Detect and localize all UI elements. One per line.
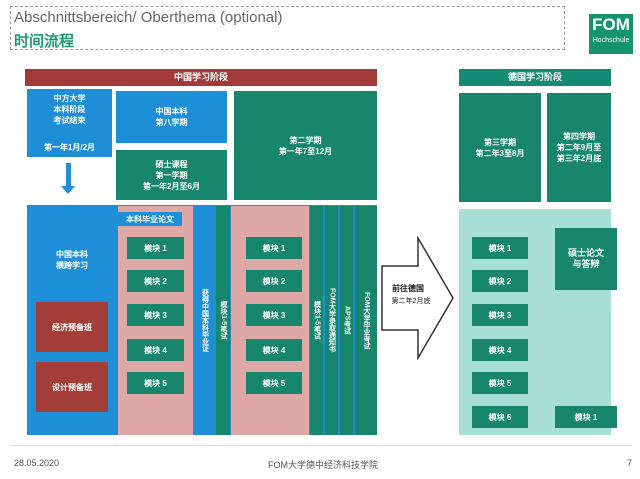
- footer-divider: [10, 445, 632, 446]
- title-frame: [10, 6, 565, 50]
- module-a-5: 模块 5: [127, 372, 184, 394]
- module-a-3: 模块 3: [127, 304, 184, 326]
- germany-module-6: 模块 6: [472, 406, 528, 428]
- fom-logo: FOM Hochschule: [589, 14, 633, 54]
- module-exam-bar-b: 模块1-5笔试: [310, 206, 323, 435]
- module-a-4: 模块 4: [127, 339, 184, 361]
- graduation-exam-bar: FOM大学毕业考试: [355, 206, 377, 435]
- aps-exam-bar: APS考试: [340, 206, 353, 435]
- module-b-1: 模块 1: [246, 237, 302, 259]
- module-a-2: 模块 2: [127, 270, 184, 292]
- germany-module-1: 模块 1: [472, 237, 528, 259]
- univ-end-label: 中方大学 本科阶段 考试结束: [53, 94, 86, 125]
- master-semester-1-box: 硕士课程 第一学期 第一年2月至6月: [116, 150, 227, 200]
- econ-prep-class-box: 经济预备班: [36, 302, 108, 352]
- phase-germany-bar: 德国学习阶段: [459, 69, 611, 86]
- germany-module-4: 模块 4: [472, 339, 528, 361]
- phase-china-bar: 中国学习阶段: [25, 69, 377, 86]
- admission-letter-bar: FOM大学录取通知书: [325, 206, 338, 435]
- down-arrow-icon: [61, 186, 75, 194]
- germany-module-5: 模块 5: [472, 372, 528, 394]
- master-thesis-box: 硕士论文 与答辩: [555, 228, 617, 290]
- bachelor-cross-study-label: 中国本科 横跨学习: [56, 250, 88, 270]
- module-b-5: 模块 5: [246, 372, 302, 394]
- down-arrow-shaft: [66, 163, 71, 187]
- bachelor-thesis-label: 本科毕业论文: [118, 212, 182, 226]
- bachelor-semester-8-box: 中国本科 第八学期: [116, 91, 227, 143]
- go-to-germany-arrow-icon: [381, 236, 454, 360]
- module-b-2: 模块 2: [246, 270, 302, 292]
- module-b-3: 模块 3: [246, 304, 302, 326]
- germany-module-2: 模块 2: [472, 270, 528, 292]
- semester-4-box: 第四学期 第二年9月至 第三年2月底: [547, 93, 611, 202]
- germany-module-3: 模块 3: [472, 304, 528, 326]
- germany-module-right-1: 模块 1: [555, 406, 617, 428]
- semester-3-box: 第三学期 第二年3至8月: [459, 93, 541, 202]
- module-a-1: 模块 1: [127, 237, 184, 259]
- design-prep-class-box: 设计预备班: [36, 362, 108, 412]
- go-to-germany-date: 第二年2月底: [391, 298, 431, 305]
- section-subtitle: Abschnittsbereich/ Oberthema (optional): [14, 9, 283, 26]
- china-univ-end-box: 中方大学 本科阶段 考试结束 第一年1月/2月: [27, 89, 112, 157]
- logo-main: FOM: [592, 15, 630, 34]
- semester-2-box: 第二学期 第一年7至12月: [234, 91, 377, 200]
- slide-title: 时间流程: [14, 33, 75, 50]
- module-exam-bar-a: 模块1-5笔试: [216, 206, 230, 435]
- footer-institution: FOM大学德中经济科技学院: [268, 460, 378, 470]
- module-b-4: 模块 4: [246, 339, 302, 361]
- page-number: 7: [627, 458, 633, 468]
- bachelor-diploma-bar: 获得中国本科毕业证: [196, 206, 213, 435]
- footer-date: 28.05.2020: [14, 458, 60, 468]
- go-to-germany-label: 前往德国: [392, 284, 424, 293]
- univ-end-date: 第一年1月/2月: [43, 143, 96, 152]
- logo-sub: Hochschule: [592, 37, 630, 44]
